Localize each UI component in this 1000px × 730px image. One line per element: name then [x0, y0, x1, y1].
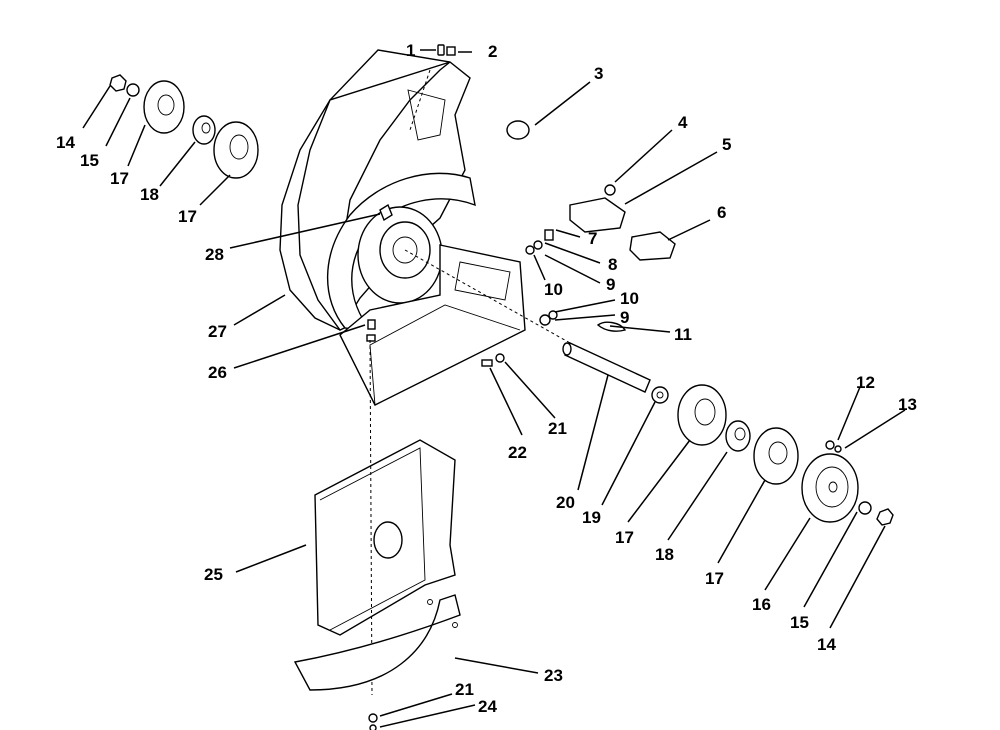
callout-11: 11: [674, 325, 692, 344]
callout-3: 3: [594, 64, 603, 83]
bearing-18-right: [725, 420, 751, 452]
callout-10a: 10: [544, 280, 563, 299]
washer-15-right: [858, 501, 872, 515]
callout-18a: 18: [140, 185, 159, 204]
callout-1: 1: [406, 41, 415, 60]
bolt-7: [544, 229, 554, 241]
callout-27: 27: [208, 322, 227, 341]
nut-14-left: [109, 74, 127, 92]
callout-5: 5: [722, 135, 731, 154]
bearing-18-left: [192, 115, 216, 145]
callout-14b: 14: [817, 635, 836, 654]
callout-13: 13: [898, 395, 917, 414]
nut-2: [446, 46, 456, 56]
callout-14a: 14: [56, 133, 75, 152]
bushing-19: [651, 386, 669, 404]
callout-19: 19: [582, 508, 601, 527]
callout-4: 4: [678, 113, 688, 132]
callout-17c: 17: [615, 528, 634, 547]
bolt-26: [366, 319, 376, 342]
bolt-28: [379, 203, 393, 222]
callout-17b: 17: [178, 207, 197, 226]
callout-16: 16: [752, 595, 771, 614]
callout-24: 24: [478, 697, 497, 716]
bracket-6: [629, 231, 676, 261]
chute-mounting-plate: [339, 244, 526, 406]
callout-15a: 15: [80, 151, 99, 170]
flange-17-right-outer: [753, 427, 799, 485]
callout-15b: 15: [790, 613, 809, 632]
callout-2: 2: [488, 42, 497, 61]
callout-21a: 21: [548, 419, 567, 438]
nut-14-right: [876, 508, 894, 526]
flange-17-right-inner: [677, 384, 727, 446]
washers-8-9-10: [525, 240, 558, 326]
callout-17d: 17: [705, 569, 724, 588]
bolt-22-washer-21: [481, 353, 505, 367]
callout-25: 25: [204, 565, 223, 584]
callout-26: 26: [208, 363, 227, 382]
callout-8: 8: [608, 255, 617, 274]
plug-3: [506, 120, 530, 140]
callout-22: 22: [508, 443, 527, 462]
washer-15-left: [126, 83, 140, 97]
callout-6: 6: [717, 203, 726, 222]
callout-21b: 21: [455, 680, 474, 699]
pulley-16: [801, 453, 859, 523]
callout-9a: 9: [606, 275, 615, 294]
rubber-paddle-23: [293, 594, 461, 691]
leader-lines: [82, 49, 906, 728]
callout-28: 28: [205, 245, 224, 264]
screw-12-13: [825, 440, 842, 453]
nut-21-24-bottom: [368, 713, 378, 730]
callout-12: 12: [856, 373, 875, 392]
callout-7: 7: [588, 229, 597, 248]
shaft-20: [404, 249, 651, 393]
callout-10b: 10: [620, 289, 639, 308]
flange-17-left-inner: [213, 121, 259, 179]
callout-18b: 18: [655, 545, 674, 564]
screw-1: [437, 44, 445, 56]
callout-labels: 1 2 3 4 5 6 7 8 9 10 10 9 11 12 13 14 15…: [56, 41, 917, 716]
nut-4: [604, 184, 616, 196]
callout-17a: 17: [110, 169, 129, 188]
flange-17-left-outer: [143, 80, 185, 134]
bracket-5: [569, 197, 626, 233]
callout-20: 20: [556, 493, 575, 512]
callout-23: 23: [544, 666, 563, 685]
callout-9b: 9: [620, 308, 629, 327]
impeller-25: [314, 339, 456, 696]
housing-bearing-opening: [357, 206, 443, 304]
